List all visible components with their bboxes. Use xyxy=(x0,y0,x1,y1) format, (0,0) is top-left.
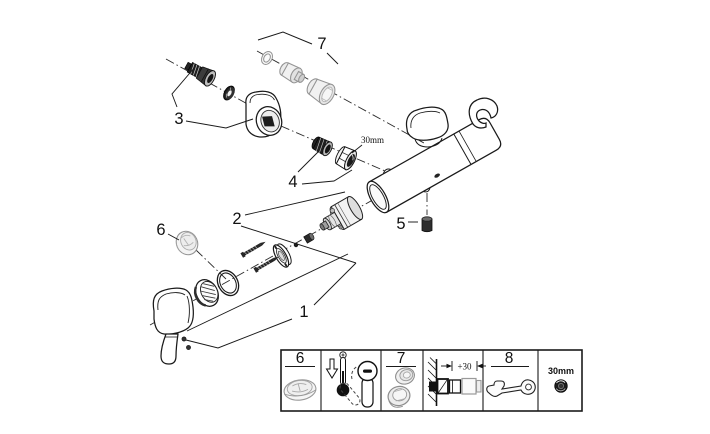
callout-labels: 1 2 3 4 5 6 7 30mm xyxy=(156,35,405,321)
legend-cell-cap: 6 xyxy=(283,350,317,401)
mixer-body xyxy=(366,97,502,214)
body-shower-holder xyxy=(468,97,499,129)
thermometer-icon xyxy=(336,351,350,397)
legend-cell-extensions: 7 xyxy=(386,350,416,408)
part6-cap xyxy=(175,230,199,256)
bracket-1-lower xyxy=(185,318,293,349)
nut-size-annotation: 30mm xyxy=(361,135,384,145)
bracket-6 xyxy=(167,233,180,241)
dimension-30: +30 xyxy=(441,361,486,372)
callout-7: 7 xyxy=(317,35,326,53)
legend-cell-wrench: 8 xyxy=(486,350,536,397)
dimension-label: +30 xyxy=(457,362,472,372)
legend-wrench-number: 8 xyxy=(505,350,514,367)
part2-cartridge xyxy=(319,196,364,231)
part4-nut xyxy=(334,146,357,171)
callout-3: 3 xyxy=(174,110,183,128)
bracket-1-upper xyxy=(186,253,349,332)
extension-set-icon xyxy=(387,367,415,408)
callout-4: 4 xyxy=(288,173,297,191)
part1-oring xyxy=(216,269,240,297)
callout-brackets xyxy=(167,31,418,349)
part7-oring xyxy=(260,51,274,65)
legend-cap-number: 6 xyxy=(296,350,305,367)
part7-spacer xyxy=(279,62,306,84)
legend-nut-size: 30mm xyxy=(548,366,574,376)
part1-screws xyxy=(181,336,191,350)
part3-union xyxy=(184,61,216,87)
axis-part4 xyxy=(280,125,393,175)
callout-2: 2 xyxy=(232,210,241,228)
bracket-7 xyxy=(257,31,313,45)
legend-extensions-number: 7 xyxy=(397,350,406,367)
part1-handle-group xyxy=(152,269,240,365)
callout-1: 1 xyxy=(299,303,308,321)
part2-flange xyxy=(272,243,292,268)
body-temperature-knob xyxy=(405,106,449,148)
nut-size-leader xyxy=(351,144,363,154)
part1-lever xyxy=(160,333,179,365)
callout-6: 6 xyxy=(156,221,165,239)
bracket-2-lower xyxy=(240,225,357,264)
body-button xyxy=(434,173,440,178)
part1-cap-disc xyxy=(193,279,219,307)
part3-escutcheon xyxy=(245,90,283,138)
part7-extension-set xyxy=(260,51,336,106)
bracket-2-upper xyxy=(244,191,346,216)
wall-installation-icon xyxy=(427,357,482,406)
part2-cartridge-set xyxy=(240,196,364,273)
down-arrow-icon xyxy=(325,358,339,379)
part5-plug xyxy=(421,216,433,233)
legend-cell-nut-size: 30mm xyxy=(548,366,574,393)
nut-icon xyxy=(554,379,568,393)
callout-5: 5 xyxy=(396,215,405,233)
part2-screw-b xyxy=(253,256,279,273)
legend: 6 xyxy=(280,349,583,412)
axis-part6 xyxy=(195,249,227,280)
cap-icon xyxy=(283,379,317,401)
bracket-3 xyxy=(171,66,196,108)
part4-adapter-set xyxy=(311,136,357,171)
part4-adapter xyxy=(311,136,333,157)
part1-handle xyxy=(152,287,194,365)
part3-connection-set xyxy=(184,61,283,138)
lever-icon xyxy=(339,360,378,408)
part2-small-nut xyxy=(303,232,315,244)
wrench-icon xyxy=(486,379,536,397)
legend-cell-temperature xyxy=(325,351,378,408)
part7-socket xyxy=(306,78,336,106)
legend-cell-installation: +30 xyxy=(427,357,486,406)
part3-washer xyxy=(223,85,235,101)
bracket-4 xyxy=(297,151,319,173)
axis-part7 xyxy=(256,50,425,144)
part2-screw-a xyxy=(240,241,266,258)
